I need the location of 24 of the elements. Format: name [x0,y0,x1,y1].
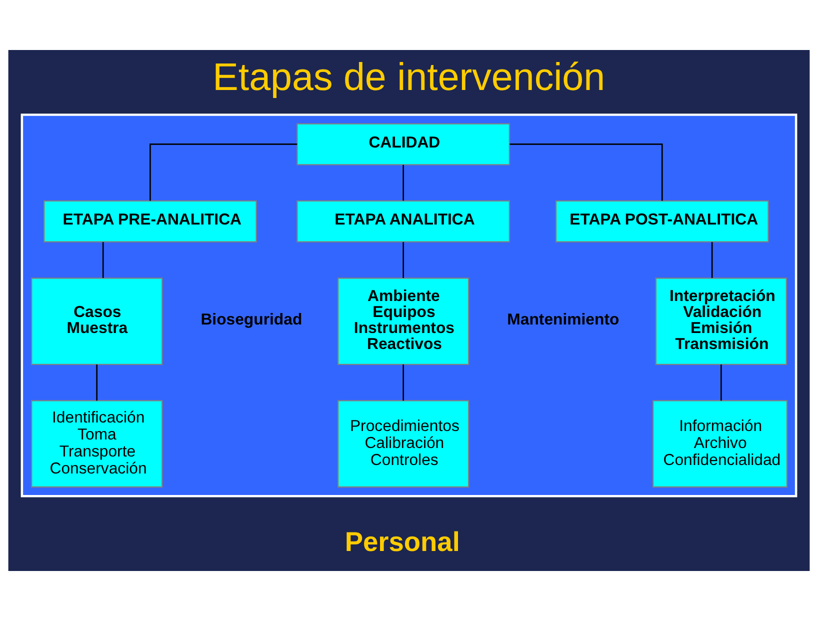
connector [96,364,98,400]
label: Bioseguridad [200,310,302,328]
node-box: Casos Muestra [31,277,163,364]
node-box: Procedimientos Calibración Controles [338,400,470,488]
node-box: Identificación Toma Transporte Conservación [31,400,163,488]
connector [102,242,104,278]
cluster [20,113,798,497]
label: Personal [344,525,460,556]
node-box: ETAPA PRE-ANALITICA [44,200,257,242]
connector [402,164,404,200]
connector [720,364,722,400]
connector [402,364,404,400]
diagram-title: Etapas de intervención [212,55,606,98]
connector [510,143,663,200]
connector [402,242,404,278]
node-box: Interpretación Validación Emisión Transmisión [655,277,787,364]
node-box: ETAPA ANALITICA [296,200,510,242]
connector [150,143,298,200]
node-box: CALIDAD [296,122,510,165]
node-box: Ambiente Equipos Instrumentos Reactivos [338,277,470,364]
node-box: ETAPA POST-ANALITICA [555,200,769,242]
label: Mantenimiento [507,310,620,328]
connector [711,242,713,278]
node-box: Información Archivo Confidencialidad [652,400,788,488]
